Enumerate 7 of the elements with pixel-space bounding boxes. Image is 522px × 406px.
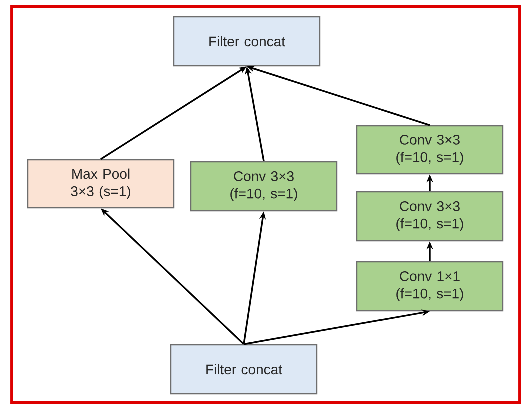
conv-box: Conv 3×3 (f=10, s=1) (356, 125, 504, 175)
concat-box: Filter concat (170, 344, 318, 395)
concat-box: Filter concat (173, 16, 321, 67)
pool-box: Max Pool 3×3 (s=1) (27, 159, 175, 209)
conv-box: Conv 3×3 (f=10, s=1) (190, 161, 338, 212)
conv-box: Conv 1×1 (f=10, s=1) (356, 261, 504, 312)
conv-box: Conv 3×3 (f=10, s=1) (356, 191, 504, 242)
